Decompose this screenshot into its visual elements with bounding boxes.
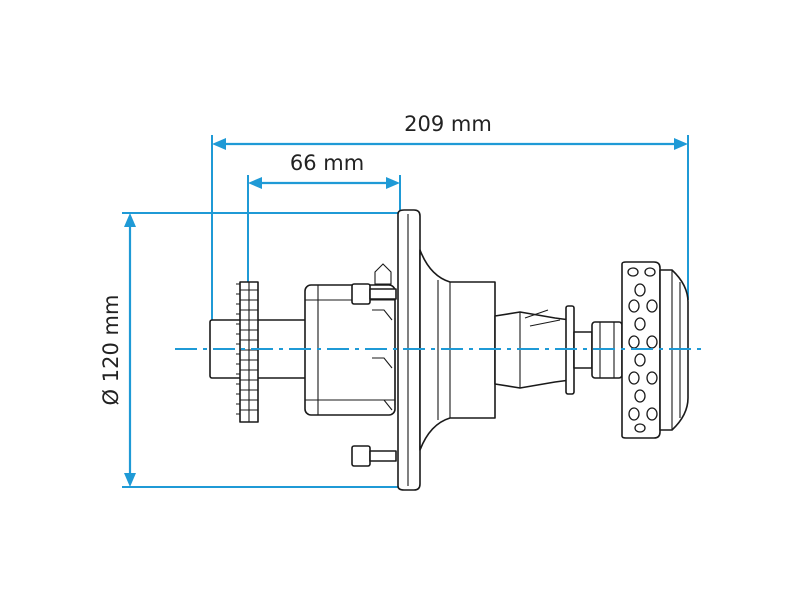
arrow-bottom-diameter [124,473,136,487]
housing-clips [372,263,396,411]
flange-diameter-label: Ø 120 mm [99,295,123,406]
arrow-left-overall [212,138,226,150]
wheel-stud-bottom [351,445,397,467]
arrow-left-gear [248,177,262,189]
gear-to-flange-label: 66 mm [290,151,364,175]
dimension-flange-diameter: Ø 120 mm [99,213,136,487]
axle-hub-assembly [209,209,689,491]
arrow-top-diameter [124,213,136,227]
dimension-gear-to-flange: 66 mm [248,151,400,189]
overall-length-label: 209 mm [404,112,492,136]
arrow-right-overall [674,138,688,150]
wheel-stud-top [351,283,397,305]
extension-lines [122,135,689,488]
spur-gear [236,281,259,423]
arrow-right-flange [386,177,400,189]
perforated-dust-cap [621,261,689,439]
dimension-overall-length: 209 mm [212,112,688,150]
